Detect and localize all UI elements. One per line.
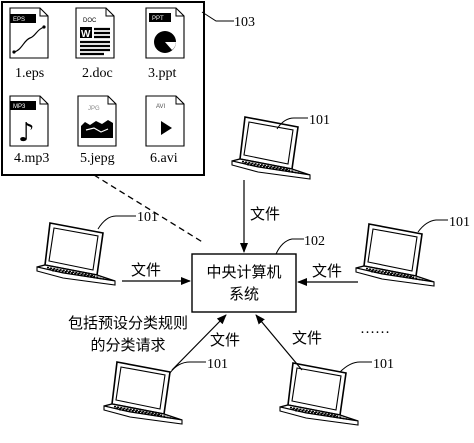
file-panel-ref: 103: [234, 15, 255, 30]
computer-ref-bottom-right: 101: [373, 357, 394, 372]
edge-label-bottom-left: 文件: [210, 331, 240, 349]
svg-text:DOC: DOC: [83, 18, 97, 24]
computer-ref-bottom-left: 101: [207, 357, 228, 372]
computer-ref-right: 101: [449, 215, 470, 230]
ellipsis: ……: [360, 321, 390, 337]
laptop-bottom-left: [103, 361, 183, 425]
central-computer-label-1: 中央计算机: [206, 263, 281, 281]
leader-101-top: [276, 117, 308, 130]
edge-label-left: 文件: [131, 261, 161, 279]
arrow-bottom-left-to-central: [171, 314, 227, 371]
leader-102: [275, 238, 304, 255]
file-name-doc: 2.doc: [82, 66, 113, 81]
eps-file-icon: EPS: [9, 7, 49, 59]
file-name-jpg: 5.jepg: [80, 151, 115, 166]
leader-103: [201, 11, 234, 22]
request-label-line-2: 的分类请求: [90, 336, 165, 354]
computer-ref-top: 101: [309, 113, 330, 128]
leader-101-bottom-left: [169, 361, 206, 374]
file-type-panel: [1, 1, 205, 176]
doc-file-icon: DOC W: [75, 7, 115, 59]
request-label-line-1: 包括预设分类规则: [68, 314, 188, 332]
svg-text:EPS: EPS: [13, 17, 25, 23]
svg-text:MP3: MP3: [13, 104, 26, 110]
svg-text:AVI: AVI: [156, 104, 166, 110]
leader-101-left: [97, 215, 136, 230]
laptop-left: [36, 222, 116, 286]
panel-to-central-dashed-line: [93, 174, 205, 244]
laptop-right: [355, 223, 435, 287]
edge-label-right: 文件: [312, 262, 342, 280]
file-name-avi: 6.avi: [150, 151, 178, 166]
leader-101-right: [417, 219, 448, 233]
svg-text:PPT: PPT: [152, 16, 164, 22]
file-name-ppt: 3.ppt: [148, 66, 177, 81]
edge-label-bottom-right: 文件: [292, 329, 322, 347]
arrow-bottom-right-to-central: [255, 314, 303, 371]
file-name-eps: 1.eps: [15, 66, 44, 81]
laptop-top: [231, 116, 311, 180]
computer-ref-left: 101: [137, 210, 158, 225]
leader-101-bottom-right: [339, 361, 372, 373]
file-panel-border: [1, 1, 205, 176]
ppt-file-icon: PPT: [145, 7, 185, 59]
edge-label-top: 文件: [250, 205, 280, 223]
central-computer-label-2: 系统: [229, 285, 259, 303]
central-computer-box: [191, 253, 297, 313]
svg-text:W: W: [81, 29, 91, 40]
file-name-mp3: 4.mp3: [14, 151, 49, 166]
mp3-file-icon: MP3 ♪: [9, 95, 49, 148]
jpg-file-icon: JPG: [77, 95, 117, 147]
laptop-bottom-right: [279, 362, 359, 426]
central-ref: 102: [304, 234, 325, 249]
avi-file-icon: AVI: [145, 95, 185, 147]
svg-text:♪: ♪: [18, 118, 35, 148]
svg-text:JPG: JPG: [88, 106, 100, 112]
